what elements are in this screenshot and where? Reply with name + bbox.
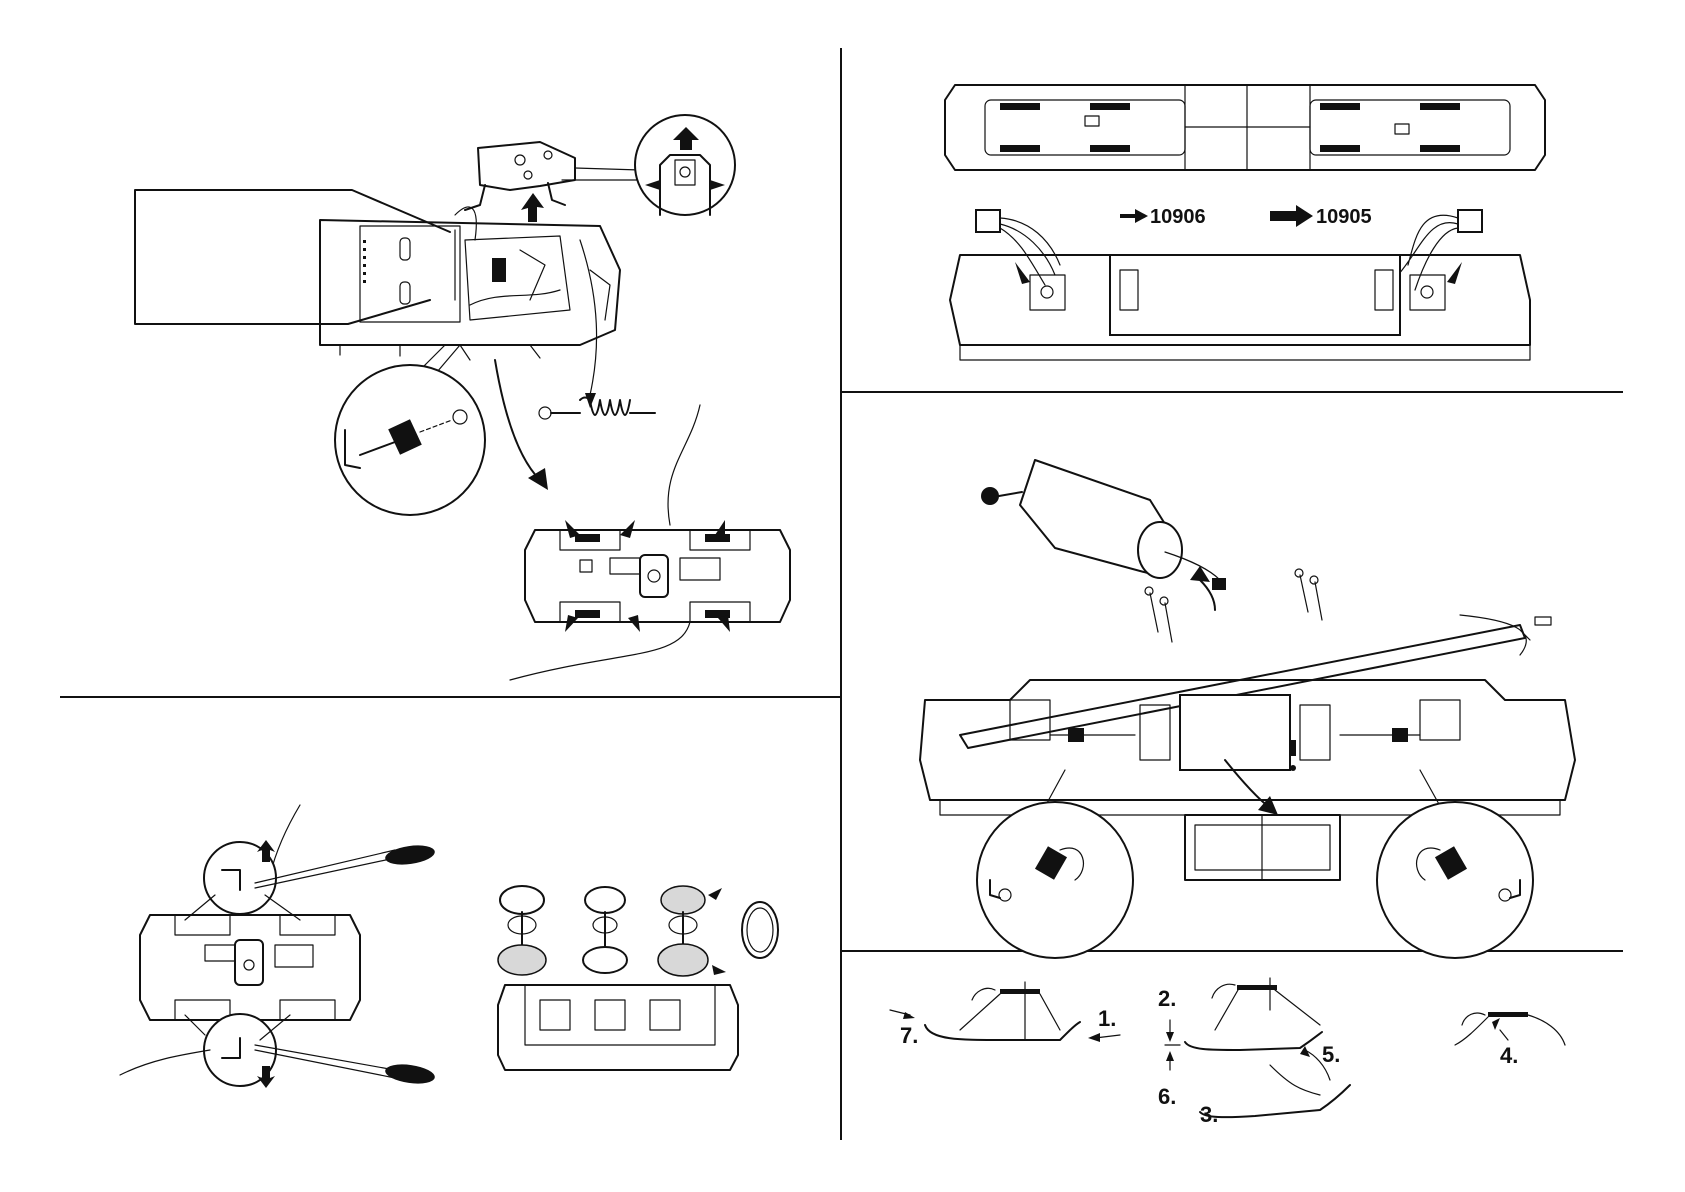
- worm-coupling-callout: [335, 365, 485, 515]
- panel-wheel-removal: [120, 805, 778, 1088]
- small-arrow-icon: [1120, 209, 1148, 223]
- step-label-1: 1.: [1098, 1006, 1116, 1031]
- step-label-3: 3.: [1200, 1102, 1218, 1127]
- step-label-4: 4.: [1500, 1043, 1518, 1068]
- step-label-5: 5.: [1322, 1042, 1340, 1067]
- motor: [981, 460, 1226, 590]
- panel-dividers: [60, 48, 1623, 1140]
- step-label-6: 6.: [1158, 1084, 1176, 1109]
- bogie-frame: [498, 985, 738, 1070]
- chassis-open: [920, 680, 1575, 815]
- large-arrow-icon: [1270, 205, 1313, 227]
- panel-motor-removal: [920, 460, 1575, 958]
- motor-bracket: [465, 142, 575, 222]
- bracket-detail-callout: [635, 115, 735, 215]
- bogie-underside: [510, 405, 790, 680]
- shoe-group-right: [1455, 1012, 1565, 1045]
- panel-pickup-shoe: 7. 1. 2. 5. 6. 3. 4.: [890, 978, 1565, 1127]
- panel-decoder-install: 10906 10905: [945, 85, 1545, 360]
- step-label-7: 7.: [900, 1023, 918, 1048]
- wheel-sets: [498, 886, 778, 976]
- screws: [1145, 569, 1322, 642]
- worm-gear: [539, 398, 655, 420]
- coupling-callout-left: [977, 802, 1133, 958]
- chassis-body: [320, 207, 620, 360]
- panel-bogie-removal: [135, 115, 790, 680]
- part-number-large: 10905: [1316, 206, 1372, 228]
- bogie-with-screwdrivers: [120, 805, 436, 1088]
- loco-frame-top: [945, 85, 1545, 170]
- coupling-callout-right: [1377, 802, 1533, 958]
- motor-mount-frame: [1185, 815, 1340, 880]
- shoe-group-left: [890, 982, 1120, 1042]
- step-label-2: 2.: [1158, 986, 1176, 1011]
- part-number-small: 10906: [1150, 206, 1206, 228]
